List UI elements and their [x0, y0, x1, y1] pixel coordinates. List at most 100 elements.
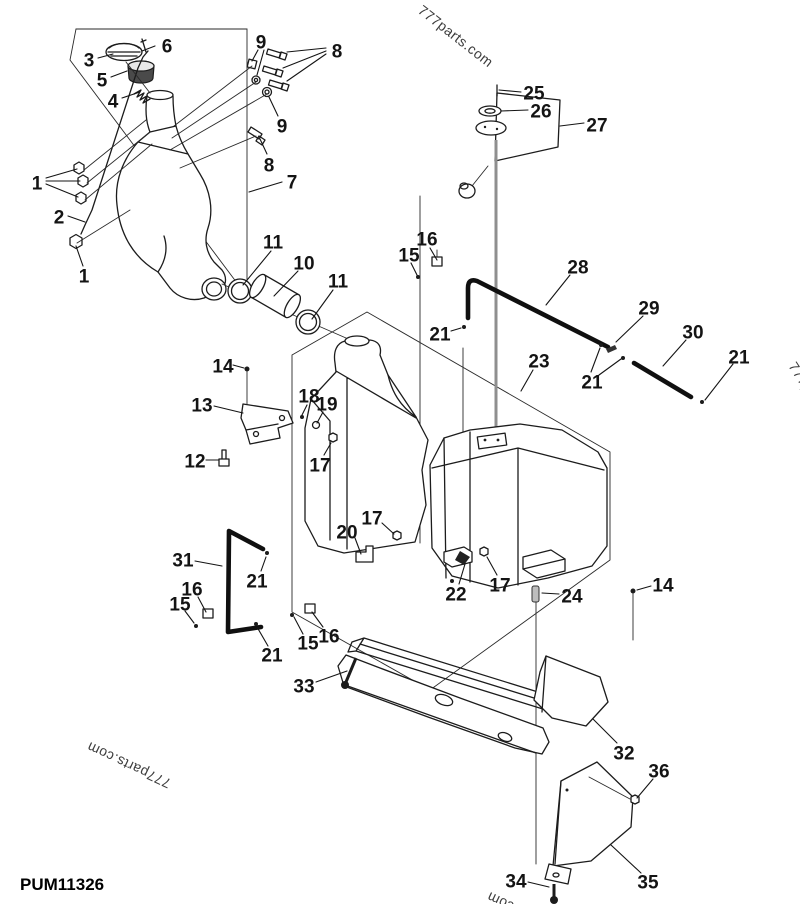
callout-label: 21	[261, 646, 283, 667]
callout-14: 14	[636, 576, 674, 597]
callout-15: 15	[293, 616, 319, 655]
plate-hole	[497, 731, 513, 743]
shield-rivet	[565, 788, 569, 792]
callout-21: 21	[581, 347, 622, 394]
callout-29: 29	[615, 299, 660, 343]
leader-line	[592, 718, 618, 744]
leader-line	[293, 616, 304, 635]
float-wire	[471, 165, 489, 187]
axis-line	[169, 65, 268, 169]
box-edge	[75, 28, 248, 299]
leader-line	[248, 181, 283, 193]
clip-screw	[265, 551, 269, 555]
callout-label: 31	[172, 551, 194, 572]
leader-line	[636, 778, 654, 799]
cap-ribs	[107, 42, 141, 57]
leader-line	[67, 215, 86, 223]
callout-11: 11	[311, 272, 348, 320]
callout-label: 17	[489, 576, 510, 597]
leader-line	[256, 49, 265, 76]
fuel-line-30	[631, 360, 694, 400]
leader-line	[498, 89, 522, 93]
callout-23: 23	[520, 352, 550, 392]
leader-line	[260, 556, 267, 572]
hose-end	[248, 273, 267, 299]
leader-line	[590, 347, 601, 373]
leader-line	[520, 369, 534, 392]
callout-9: 9	[268, 96, 287, 138]
hex-nut	[73, 161, 85, 175]
callout-label: 18	[298, 387, 319, 408]
leader-line	[268, 96, 279, 117]
sender-plate-outline	[476, 432, 508, 450]
callout-label: 23	[528, 352, 549, 373]
cap-screw	[495, 127, 499, 131]
leader-line	[273, 270, 299, 297]
callout-15: 15	[169, 595, 195, 624]
leader-line	[110, 70, 128, 78]
skid-plate-group	[337, 637, 609, 755]
callout-17: 17	[361, 509, 395, 535]
leader-line	[598, 358, 622, 376]
callout-label: 28	[567, 258, 588, 279]
callout-4: 4	[108, 91, 141, 113]
callout-label: 15	[169, 595, 191, 616]
callout-label: 14	[212, 357, 234, 378]
callout-11: 11	[242, 233, 284, 286]
line-clip	[606, 345, 617, 353]
callout-8: 8	[259, 138, 274, 177]
leader-line	[381, 522, 395, 535]
clip-screw	[599, 343, 603, 347]
callout-label: 33	[293, 677, 314, 698]
bolt-head	[550, 896, 558, 904]
bolt	[265, 48, 288, 61]
leader-line	[323, 442, 332, 456]
clip-screw	[621, 356, 625, 360]
shield-group	[544, 761, 640, 904]
callout-12: 12	[184, 452, 220, 473]
callout-label: 4	[108, 92, 119, 113]
callout-36: 36	[636, 762, 670, 799]
callout-30: 30	[662, 323, 704, 367]
callout-label: 26	[530, 102, 551, 123]
callout-label: 14	[652, 576, 674, 597]
hex-nut	[392, 530, 402, 541]
callout-label: 35	[637, 873, 659, 894]
hose-clamp-inner	[298, 312, 318, 332]
float	[458, 183, 476, 199]
bracket-hole	[252, 430, 260, 438]
callout-label: 5	[97, 71, 108, 92]
leader-line	[662, 339, 687, 367]
callout-label: 7	[287, 173, 298, 194]
hose-part	[248, 273, 302, 319]
callout-label: 12	[184, 452, 205, 473]
callout-label: 21	[728, 348, 750, 369]
callout-22: 22	[445, 563, 467, 606]
callout-label: 11	[263, 233, 284, 254]
callout-24: 24	[541, 587, 583, 608]
leader-line	[286, 53, 327, 82]
callout-35: 35	[610, 844, 659, 894]
callout-label: 36	[648, 762, 669, 783]
bolt-head	[630, 588, 636, 594]
shield-fold	[554, 780, 562, 865]
screw	[290, 613, 294, 617]
callout-label: 1	[79, 267, 90, 288]
callout-34: 34	[505, 872, 550, 893]
leader-line	[141, 45, 156, 52]
callout-label: 27	[586, 116, 607, 137]
callout-label: 32	[613, 744, 634, 765]
callout-label: 22	[445, 585, 466, 606]
cap-screw	[483, 125, 487, 129]
bolt-shank	[344, 657, 358, 683]
mount-foot-seam	[522, 558, 566, 570]
callout-label: 16	[416, 230, 437, 251]
callout-label: 20	[336, 523, 357, 544]
callout-16: 16	[181, 580, 207, 613]
callout-13: 13	[191, 396, 244, 417]
clamp-group	[194, 249, 443, 628]
callout-label: 21	[581, 373, 603, 394]
callout-33: 33	[293, 670, 348, 698]
leader-line	[615, 315, 644, 343]
plate-hole	[434, 693, 454, 707]
